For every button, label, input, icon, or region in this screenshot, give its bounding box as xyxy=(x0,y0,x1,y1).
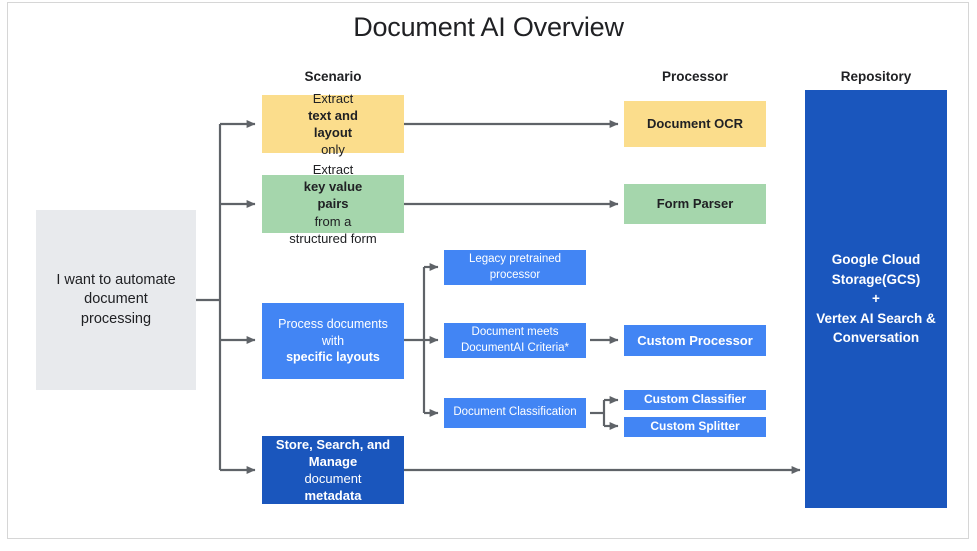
scenario-1-line2-bold: pairs xyxy=(317,196,349,212)
repository-line-2: Storage(GCS) xyxy=(831,271,921,287)
start-line-2: document xyxy=(84,291,148,308)
scenario-1-line3: structured form xyxy=(289,230,377,246)
node-legacy-pretrained-processor[interactable]: Legacy pretrained processor xyxy=(444,250,586,285)
scenario-0-line1-pre: Extract xyxy=(312,90,354,106)
node-scenario-extract-text-layout[interactable]: Extract text and layout only xyxy=(262,91,404,157)
node-processor-custom-processor[interactable]: Custom Processor xyxy=(624,325,766,356)
node-document-classification[interactable]: Document Classification xyxy=(444,398,586,428)
node-processor-custom-classifier[interactable]: Custom Classifier xyxy=(624,390,766,410)
start-line-3: processing xyxy=(80,310,152,327)
start-line-1: I want to automate xyxy=(56,272,176,289)
repository-line-3: + xyxy=(872,291,880,307)
scenario-0-line1-bold: text and xyxy=(308,107,358,123)
scenario-0-line2-bold: layout xyxy=(313,125,353,140)
middle-2-line1: Document Classification xyxy=(453,406,577,419)
page-title: Document AI Overview xyxy=(353,12,624,42)
middle-1-line1: Document meets xyxy=(471,326,559,339)
scenario-1-line1-pre: Extract xyxy=(312,162,354,178)
processor-0-label: Document OCR xyxy=(646,116,744,132)
scenario-3-line1-bold: Store, Search, and xyxy=(275,436,391,452)
scenario-2-line1: Process documents xyxy=(278,317,388,332)
column-header-scenario: Scenario xyxy=(304,69,362,84)
node-scenario-process-specific-layouts[interactable]: Process documents with specific layouts xyxy=(262,303,404,379)
column-header-repository: Repository xyxy=(840,69,912,84)
node-processor-form-parser[interactable]: Form Parser xyxy=(624,184,766,224)
scenario-3-line3-bold: metadata xyxy=(304,488,362,504)
scenario-0-line2-post: only xyxy=(321,142,345,158)
middle-0-line2: processor xyxy=(489,268,541,281)
scenario-1-line2-post: from a xyxy=(314,213,352,229)
node-scenario-store-search-manage[interactable]: Store, Search, and Manage document metad… xyxy=(262,436,404,504)
repository-line-1: Google Cloud xyxy=(831,252,921,268)
scenario-3-line2-post: document xyxy=(304,471,362,486)
middle-1-line2: DocumentAI Criteria* xyxy=(460,341,569,354)
node-processor-document-ocr[interactable]: Document OCR xyxy=(624,101,766,147)
processor-3-label: Custom Classifier xyxy=(643,392,747,407)
repository-line-4: Vertex AI Search & xyxy=(816,310,936,326)
scenario-3-line2-bold: Manage xyxy=(308,453,358,469)
scenario-2-line2-pre: with xyxy=(321,333,345,348)
middle-0-line1: Legacy pretrained xyxy=(468,253,562,266)
node-start-intent[interactable]: I want to automate document processing xyxy=(36,210,196,390)
scenario-1-line1-bold: key value xyxy=(303,179,363,195)
processor-4-label: Custom Splitter xyxy=(650,419,740,434)
scenario-2-line2-bold: specific layouts xyxy=(286,350,380,365)
node-document-meets-criteria[interactable]: Document meets DocumentAI Criteria* xyxy=(444,323,586,358)
repository-line-5: Conversation xyxy=(832,330,920,346)
column-header-processor: Processor xyxy=(661,69,729,84)
processor-1-label: Form Parser xyxy=(656,196,734,212)
node-repository-gcs-vertex[interactable]: Google Cloud Storage(GCS) + Vertex AI Se… xyxy=(805,90,947,508)
processor-2-label: Custom Processor xyxy=(637,332,753,348)
node-scenario-extract-key-value[interactable]: Extract key value pairs from a structure… xyxy=(262,162,404,246)
node-processor-custom-splitter[interactable]: Custom Splitter xyxy=(624,417,766,437)
